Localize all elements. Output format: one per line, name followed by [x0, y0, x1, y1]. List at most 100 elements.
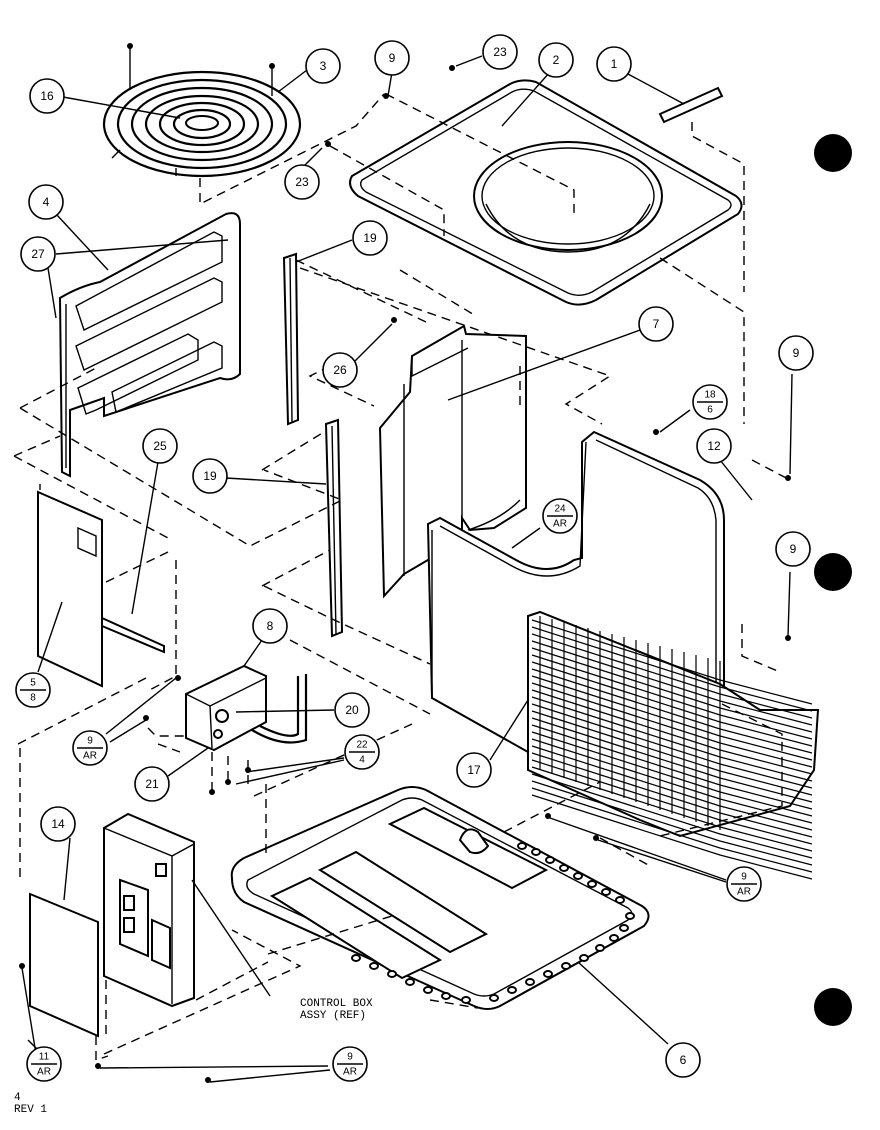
fraction-callout-f-18-6: 186: [692, 384, 728, 420]
callout-c-2: 2: [538, 42, 574, 78]
callout-number: 3: [320, 59, 327, 73]
registration-mark-top: [814, 134, 852, 172]
callout-c-8: 8: [252, 608, 288, 644]
callout-ring: [334, 692, 370, 728]
callout-c-27: 27: [20, 236, 56, 272]
callout-c-25: 25: [142, 428, 178, 464]
callout-number: 25: [153, 439, 167, 453]
base-pan-hole: [561, 962, 571, 970]
callout-c-9b: 9: [778, 335, 814, 371]
fraction-bottom: 4: [359, 755, 365, 766]
fraction-bottom: AR: [553, 519, 567, 530]
fraction-top: 5: [30, 678, 36, 689]
callout-number: 6: [680, 1053, 687, 1067]
fraction-bottom: 8: [30, 693, 36, 704]
base-pan-hole: [351, 954, 361, 962]
callout-ring: [778, 335, 814, 371]
callout-number: 17: [467, 763, 481, 777]
fraction-callout-f-5-8: 58: [15, 672, 51, 708]
callout-c-6: 6: [665, 1042, 701, 1078]
fraction-callout-f-9-ar-c: 9AR: [332, 1046, 368, 1082]
callout-c-12: 12: [696, 428, 732, 464]
corner-post-19-lower: [324, 418, 344, 638]
center-partition: [378, 324, 527, 599]
callout-number: 9: [790, 542, 797, 556]
callout-number: 19: [203, 469, 217, 483]
callout-ring: [596, 46, 632, 82]
callout-number: 9: [793, 346, 800, 360]
callout-ring: [322, 352, 358, 388]
fraction-top: 9: [741, 872, 747, 883]
callout-number: 14: [51, 817, 65, 831]
callout-ring: [305, 48, 341, 84]
callout-ring: [638, 306, 674, 342]
callout-c-23a: 23: [482, 34, 518, 70]
callout-ring: [134, 766, 170, 802]
coil-fin-line: [531, 780, 813, 866]
callout-c-1: 1: [596, 46, 632, 82]
callout-c-19b: 19: [192, 458, 228, 494]
base-pan-hole: [525, 978, 535, 986]
base-pan-hole: [619, 924, 629, 932]
coil-fin-line: [531, 787, 813, 873]
callout-number: 16: [40, 89, 54, 103]
callout-c-23b: 23: [284, 164, 320, 200]
base-pan-hole: [489, 994, 499, 1002]
fraction-top: 22: [356, 740, 368, 751]
base-pan-hole: [595, 944, 605, 952]
fraction-top: 9: [87, 736, 93, 747]
registration-mark-middle: [814, 553, 852, 591]
base-pan-hole: [587, 880, 597, 888]
coil-fin-line: [531, 794, 813, 880]
base-pan-hole: [545, 856, 555, 864]
callout-c-14: 14: [40, 806, 76, 842]
callout-c-19a: 19: [352, 220, 388, 256]
base-pan-hole: [601, 888, 611, 896]
callout-ring: [775, 531, 811, 567]
base-pan-hole: [423, 986, 433, 994]
callout-c-20: 20: [334, 692, 370, 728]
left-side-panel: [58, 212, 241, 478]
callout-c-7: 7: [638, 306, 674, 342]
callout-ring: [29, 78, 65, 114]
base-pan-hole: [517, 842, 527, 850]
callout-number: 1: [611, 57, 618, 71]
callout-ring: [456, 752, 492, 788]
base-pan-hole: [369, 962, 379, 970]
callout-ring: [482, 34, 518, 70]
callout-number: 19: [363, 231, 377, 245]
fraction-top: 24: [554, 504, 566, 515]
base-pan-hole: [387, 970, 397, 978]
base-pan-hole: [543, 970, 553, 978]
callout-number: 27: [31, 247, 45, 261]
page-number: 4: [14, 1092, 21, 1104]
callout-c-3: 3: [305, 48, 341, 84]
fraction-top: 18: [704, 390, 716, 401]
registration-mark-bottom: [814, 988, 852, 1026]
callout-ring: [20, 236, 56, 272]
callout-ring: [374, 40, 410, 76]
callout-ring: [192, 458, 228, 494]
callout-ring: [538, 42, 574, 78]
callout-ring: [142, 428, 178, 464]
fraction-bottom: AR: [37, 1067, 51, 1078]
base-pan-hole: [609, 934, 619, 942]
callout-leaders: [21, 55, 793, 1083]
base-pan-hole: [625, 912, 635, 920]
callout-number: 23: [493, 45, 507, 59]
callout-number: 20: [345, 703, 359, 717]
base-pan-hole: [573, 872, 583, 880]
callout-number: 12: [707, 439, 721, 453]
callout-c-16: 16: [29, 78, 65, 114]
base-pan-hole: [615, 896, 625, 904]
fraction-top: 11: [39, 1052, 50, 1063]
callout-number: 23: [295, 175, 309, 189]
fraction-callout-f-22-4: 224: [344, 734, 380, 770]
fan-guard-grille: [102, 48, 302, 178]
